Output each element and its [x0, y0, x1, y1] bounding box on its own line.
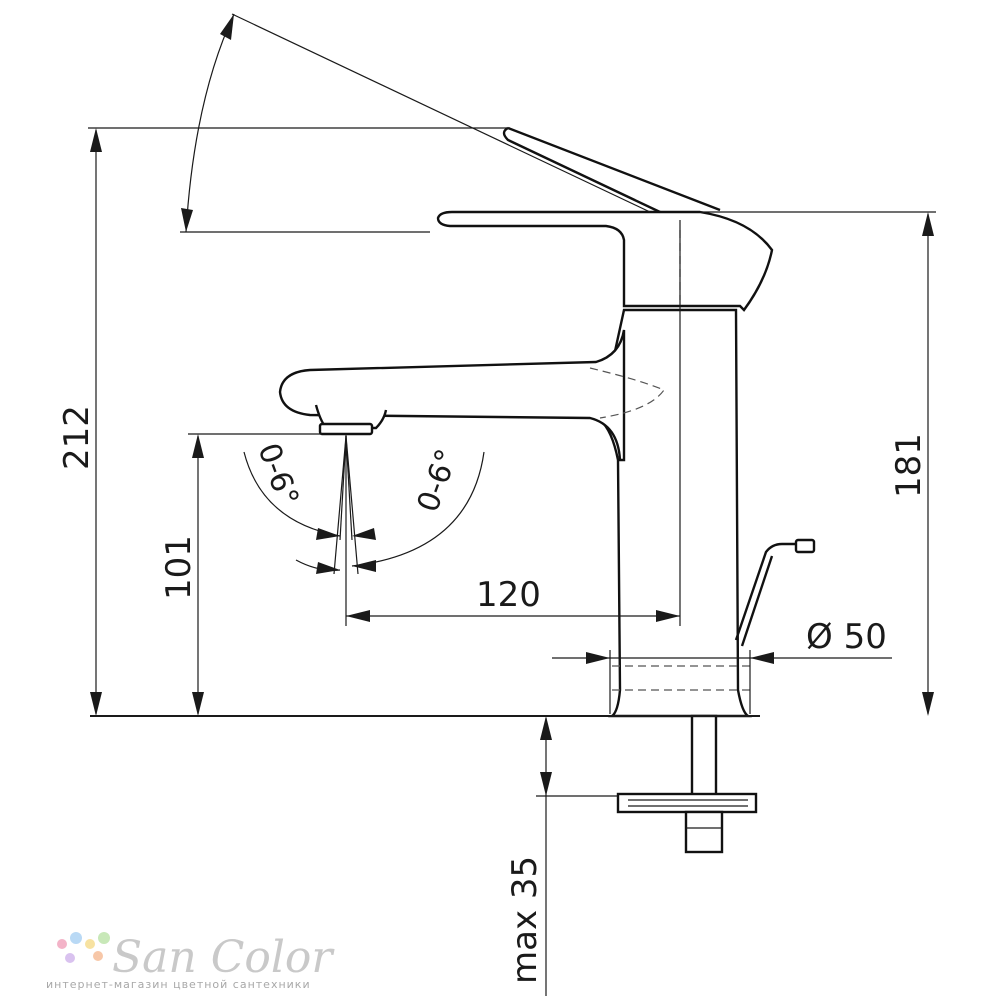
dimension-base-diameter: Ø 50 — [552, 617, 892, 714]
watermark-brand: San Color — [112, 932, 335, 983]
dimension-total-height: 212 — [57, 127, 510, 716]
dimension-spout-reach: 120 — [345, 220, 681, 626]
dimension-max-counter: max 35 — [505, 716, 618, 996]
max-counter-label: max 35 — [505, 856, 545, 984]
body-height-label: 181 — [889, 433, 929, 498]
watermark-dots-icon — [57, 932, 110, 963]
base-diameter-label: Ø 50 — [806, 617, 887, 657]
mounting-hardware — [616, 714, 758, 854]
lever-rotation-angle — [180, 13, 651, 233]
faucet-body — [278, 126, 816, 718]
total-height-label: 212 — [57, 405, 97, 470]
sancolor-watermark: San Color интернет-магазин цветной санте… — [46, 932, 335, 991]
spout-angle-indicators: 0-6° 0-6° — [243, 435, 485, 575]
dimension-body-height: 181 — [700, 211, 936, 716]
spout-height-label: 101 — [159, 535, 199, 600]
spout-reach-label: 120 — [476, 575, 541, 615]
angle-right-label: 0-6° — [411, 445, 466, 517]
dimension-spout-height: 101 — [159, 433, 322, 716]
angle-left-label: 0-6° — [250, 439, 305, 511]
watermark-tagline: интернет-магазин цветной сантехники — [46, 978, 311, 991]
